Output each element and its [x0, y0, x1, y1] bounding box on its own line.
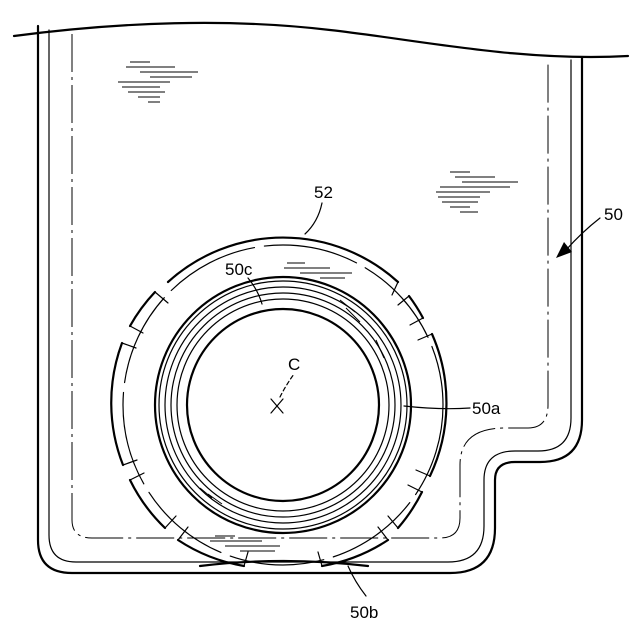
inner-offset-line: [72, 34, 548, 538]
housing-50: [14, 23, 628, 573]
leader-52: [305, 203, 322, 234]
leader-50-arrowhead: [556, 242, 572, 258]
ring-outer-edge: [168, 238, 398, 282]
label-50c: 50c: [225, 260, 253, 279]
ring-outer-edge: [398, 492, 422, 528]
leader-50b: [348, 566, 366, 596]
label-50a: 50a: [472, 399, 501, 418]
label-52: 52: [314, 183, 333, 202]
ring-outer-edge: [130, 480, 165, 528]
label-50: 50: [604, 205, 623, 224]
center-mark: [271, 374, 294, 413]
label-50b: 50b: [350, 603, 378, 622]
ring-outer-edge: [130, 292, 155, 326]
ring-outer-edge: [430, 334, 446, 476]
opening-50a: [155, 277, 411, 533]
ring-outer-edge: [111, 343, 123, 465]
housing-outer-wall: [38, 26, 582, 573]
break-line: [14, 23, 628, 57]
ring-outer-edge: [409, 296, 423, 318]
leader-50a: [404, 406, 470, 409]
label-C: C: [288, 355, 300, 374]
